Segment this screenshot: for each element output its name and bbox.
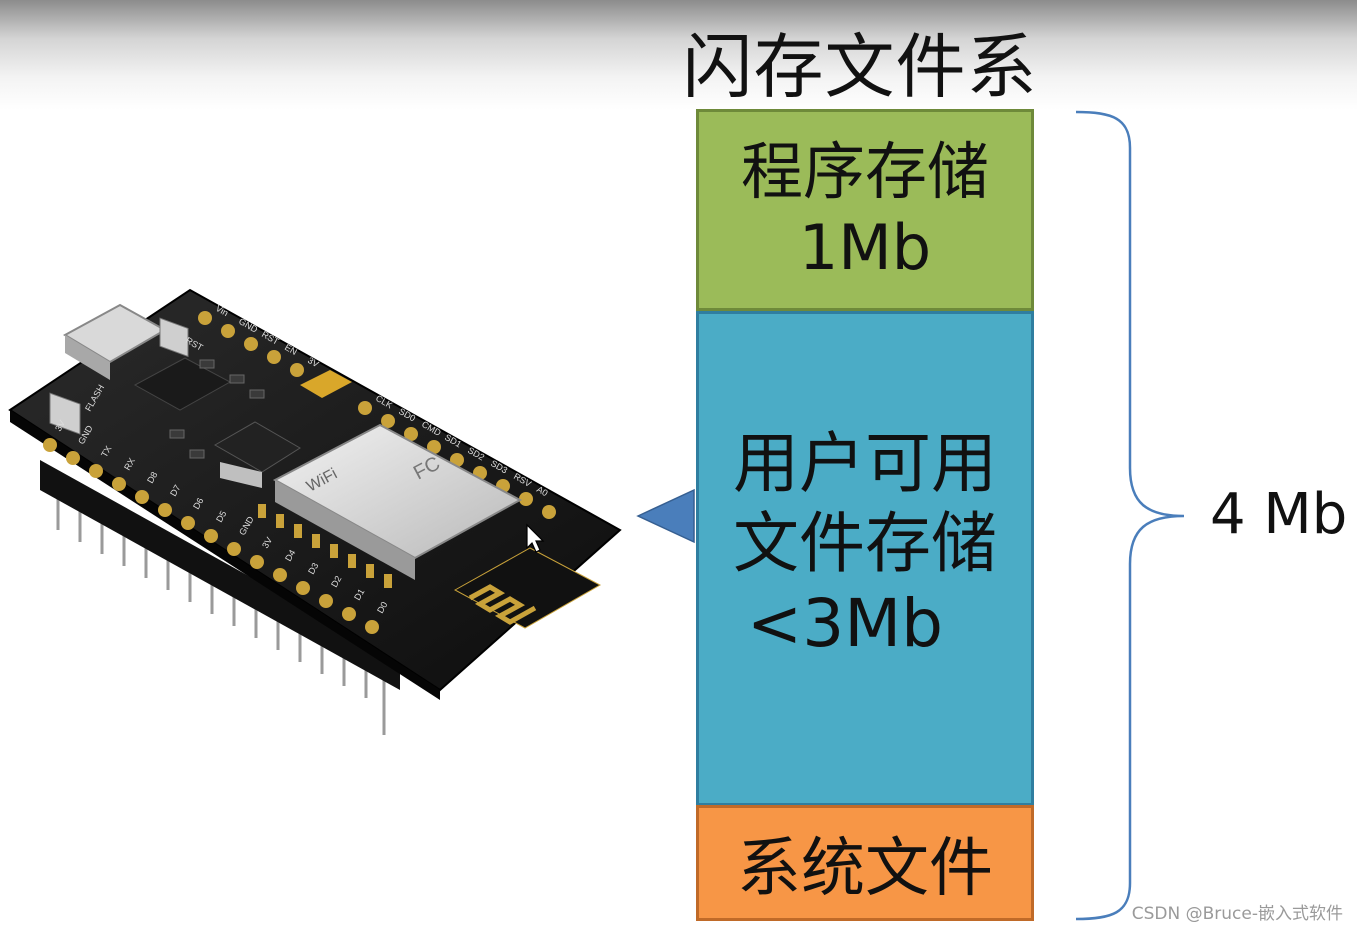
- svg-text:D2: D2: [329, 574, 343, 589]
- svg-text:D8: D8: [145, 470, 159, 485]
- user-file-storage-label-2: 文件存储: [733, 505, 997, 582]
- csdn-watermark: CSDN @Bruce-嵌入式软件: [1131, 904, 1343, 924]
- mouse-cursor-icon: [526, 523, 545, 553]
- program-storage-block: 程序存储 1Mb: [696, 109, 1034, 311]
- user-file-storage-label-1: 用户可用: [733, 425, 997, 502]
- svg-text:D6: D6: [191, 496, 205, 511]
- top-gradient-band: [0, 0, 1357, 110]
- system-files-label: 系统文件: [737, 832, 993, 906]
- svg-text:D4: D4: [283, 548, 297, 563]
- svg-text:D7: D7: [168, 483, 182, 498]
- rst-button: [159, 317, 189, 358]
- svg-text:A0: A0: [535, 484, 550, 498]
- svg-text:D5: D5: [214, 509, 228, 524]
- total-size-brace: [1075, 110, 1185, 921]
- esp8266-nodemcu-board: WiFi FC Vin GND RST EN 3V CLK SD0 CMD SD…: [8, 288, 622, 735]
- esp12-shield: [272, 423, 523, 560]
- program-storage-label: 程序存储: [740, 135, 989, 208]
- svg-text:3V: 3V: [53, 418, 67, 433]
- svg-text:3V: 3V: [260, 535, 274, 550]
- svg-text:D1: D1: [352, 587, 366, 602]
- pointer-arrow-icon: [636, 488, 695, 544]
- svg-text:D0: D0: [375, 600, 389, 615]
- svg-text:3V: 3V: [306, 355, 321, 369]
- diagram-title: 闪存文件系统: [682, 26, 1038, 198]
- flash-button: [49, 392, 81, 435]
- user-file-storage-size: <3Mb: [746, 585, 944, 662]
- total-flash-size: 4 Mb: [1210, 482, 1348, 547]
- svg-text:TX: TX: [99, 444, 113, 459]
- program-storage-size: 1Mb: [798, 211, 932, 284]
- svg-text:D3: D3: [306, 561, 320, 576]
- user-file-storage-block: 用户可用 文件存储 <3Mb: [696, 311, 1034, 806]
- system-files-block: 系统文件: [696, 805, 1034, 921]
